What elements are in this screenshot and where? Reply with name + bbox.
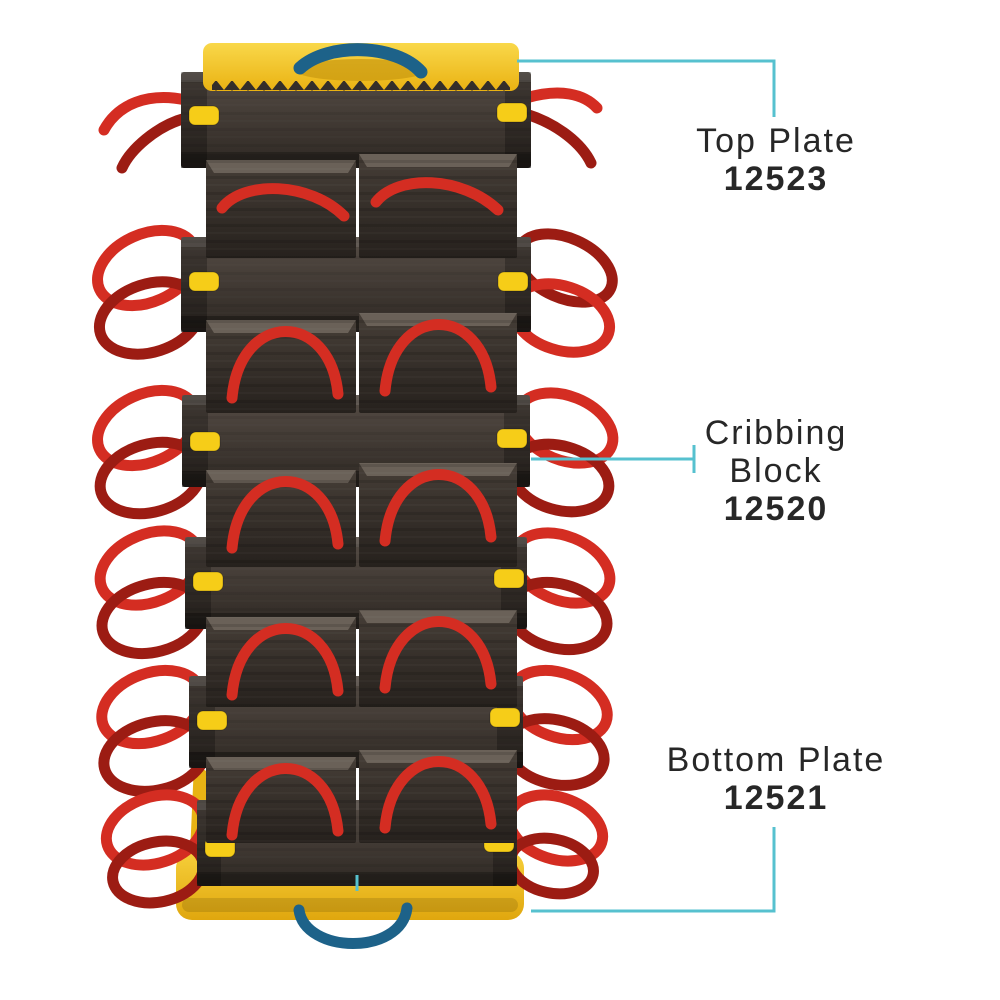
reflector-dot bbox=[497, 271, 529, 292]
red-handle-icon bbox=[226, 763, 344, 841]
red-handle-icon bbox=[520, 87, 603, 114]
part-name: Bottom Plate bbox=[666, 741, 886, 779]
red-handle-icon bbox=[379, 469, 497, 547]
part-name: Top Plate bbox=[696, 122, 856, 160]
reflector-dot bbox=[493, 568, 525, 589]
cribbing-block-pair-row bbox=[206, 463, 517, 567]
cribbing-block-pair-row bbox=[206, 610, 517, 707]
cribbing-block-pair-row bbox=[206, 313, 517, 413]
part-name: Cribbing Block bbox=[704, 414, 848, 490]
red-handle-icon bbox=[379, 616, 497, 694]
blue-handle-icon bbox=[293, 902, 413, 949]
red-handle-icon bbox=[370, 177, 504, 216]
label-bottom-plate: Bottom Plate 12521 bbox=[640, 741, 912, 817]
red-handle-icon bbox=[116, 112, 192, 174]
reflector-dot bbox=[196, 710, 228, 731]
part-code: 12521 bbox=[723, 779, 829, 817]
reflector-dot bbox=[489, 707, 521, 728]
reflector-dot bbox=[189, 431, 221, 452]
callout-lines bbox=[355, 59, 776, 913]
cribbing-block-pair-row bbox=[206, 154, 517, 258]
red-handle-icon bbox=[226, 326, 344, 404]
top-plate-graphic bbox=[203, 43, 519, 91]
reflector-dot bbox=[496, 102, 528, 123]
top-plate-serrations bbox=[212, 81, 510, 91]
paired-cribbing-blocks bbox=[206, 154, 517, 843]
red-handle-icon bbox=[379, 756, 497, 834]
bottom-plate-shadow bbox=[182, 898, 518, 912]
label-cribbing-block: Cribbing Block 12520 bbox=[640, 414, 912, 528]
red-handle-icon bbox=[226, 476, 344, 554]
bottom-plate-callout-line bbox=[531, 827, 776, 913]
part-code: 12523 bbox=[723, 160, 829, 198]
red-handle-icon bbox=[226, 623, 344, 701]
reflector-dot bbox=[188, 105, 220, 126]
cribbing-block-pair-row bbox=[206, 750, 517, 843]
reflector-dot bbox=[188, 271, 220, 292]
blue-handle-icon bbox=[293, 43, 428, 79]
red-handle-icon bbox=[216, 183, 350, 222]
red-handle-icon bbox=[98, 92, 192, 136]
red-handle-icon bbox=[520, 108, 597, 169]
reflector-dot bbox=[192, 571, 224, 592]
reflector-dot bbox=[496, 428, 528, 449]
top-plate-callout-line bbox=[517, 59, 776, 117]
handle-recess bbox=[295, 59, 427, 81]
red-rope-handles bbox=[92, 87, 619, 909]
red-handle-icon bbox=[379, 319, 497, 397]
label-top-plate: Top Plate 12523 bbox=[640, 122, 912, 198]
part-code: 12520 bbox=[723, 490, 829, 528]
